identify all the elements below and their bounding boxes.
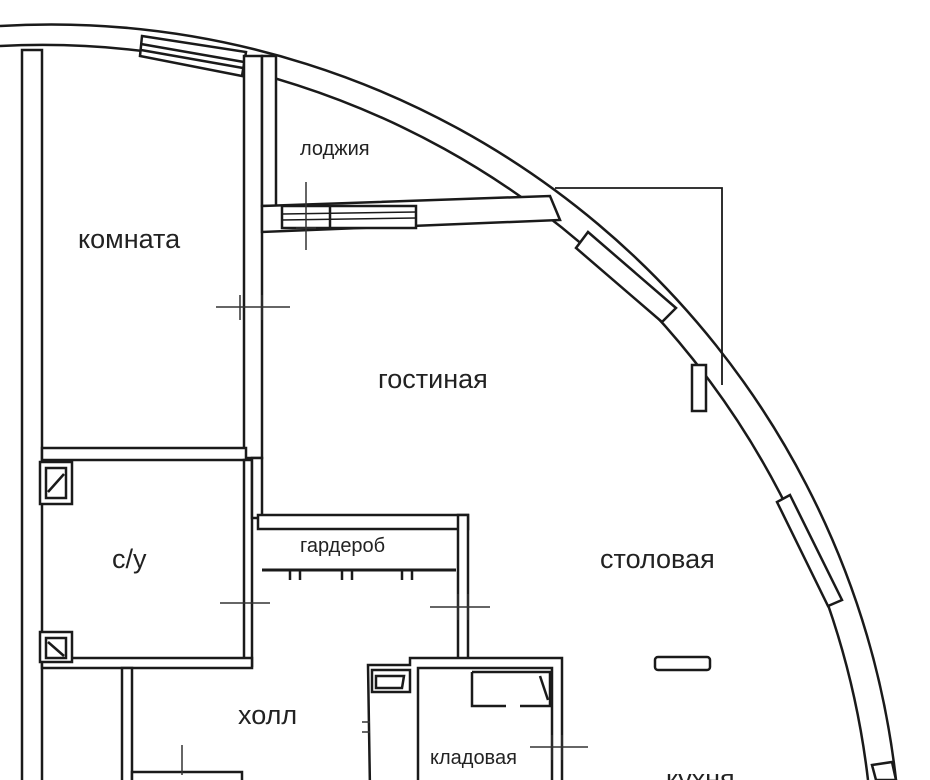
label-loggia: лоджия <box>300 138 370 160</box>
loggia-door-window <box>280 204 418 230</box>
label-room: комната <box>78 224 181 254</box>
wardrobe-outer <box>256 513 470 531</box>
left-wall <box>20 48 44 780</box>
storage-niche <box>470 670 552 708</box>
wall-room-living <box>242 54 264 460</box>
label-wardrobe: гардероб <box>300 535 386 557</box>
column <box>690 363 708 413</box>
outer-curved-wall <box>0 23 898 780</box>
wall-living-lower <box>250 456 264 520</box>
window-right-3 <box>870 760 898 780</box>
wall-bath-bottom <box>40 656 254 670</box>
label-hall: холл <box>238 700 298 730</box>
wall-hall-bottom <box>130 770 244 780</box>
window-right-1 <box>574 230 678 324</box>
label-living: гостиная <box>378 364 488 394</box>
label-kitchen: кухня <box>666 764 735 780</box>
wall-loggia-left <box>260 54 278 208</box>
wall-hall-left <box>120 666 134 780</box>
window-right-2 <box>775 493 844 608</box>
bracket-outline <box>555 187 723 385</box>
wall-room-bath <box>40 446 248 462</box>
door-marks <box>181 182 588 775</box>
label-bathroom: с/у <box>112 544 147 574</box>
label-storage: кладовая <box>430 747 517 769</box>
storage-walls <box>366 656 564 780</box>
dining-bar <box>653 655 712 672</box>
label-dining: столовая <box>600 544 715 574</box>
wall-wardrobe-right <box>456 513 470 665</box>
window-top-left <box>138 34 248 78</box>
